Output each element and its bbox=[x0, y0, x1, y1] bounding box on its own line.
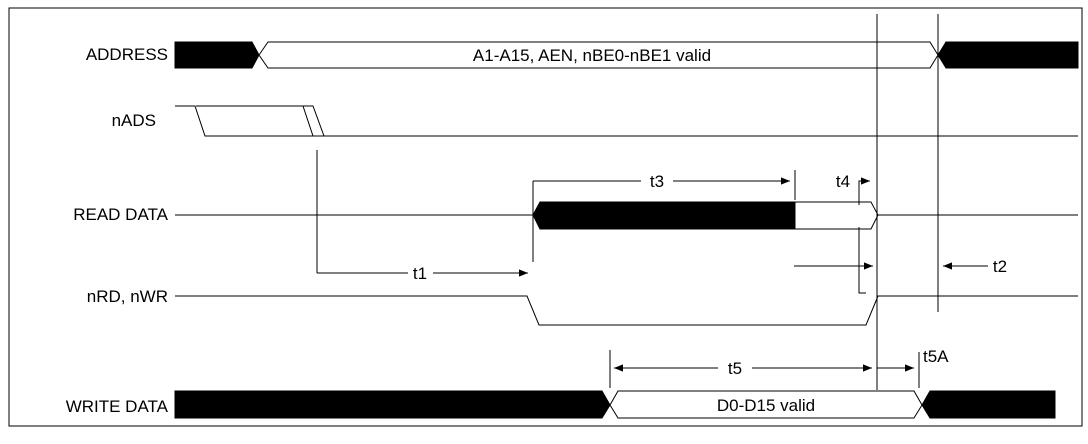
timing-t2: t2 bbox=[943, 257, 1007, 276]
nrd-nwr-waveform bbox=[175, 295, 1078, 326]
timing-label-t1: t1 bbox=[413, 264, 427, 283]
timing-t4: t4 bbox=[794, 172, 873, 294]
signal-label-write-data: WRITE DATA bbox=[66, 397, 169, 416]
address-waveform: A1-A15, AEN, nBE0-nBE1 valid bbox=[174, 41, 1079, 69]
signal-label-address: ADDRESS bbox=[86, 45, 168, 64]
address-valid-label: A1-A15, AEN, nBE0-nBE1 valid bbox=[473, 46, 711, 65]
signal-label-nrd-nwr: nRD, nWR bbox=[87, 287, 168, 306]
timing-t5a: t5A bbox=[877, 347, 949, 388]
timing-t5: t5 bbox=[609, 350, 872, 388]
read-data-waveform bbox=[175, 201, 1078, 230]
timing-label-t3: t3 bbox=[650, 172, 664, 191]
diagram-frame bbox=[8, 7, 1083, 427]
timing-t1: t1 bbox=[317, 264, 528, 283]
timing-label-t2: t2 bbox=[993, 257, 1007, 276]
timing-t3: t3 bbox=[532, 170, 796, 262]
timing-label-t5a: t5A bbox=[923, 347, 949, 366]
timing-label-t5: t5 bbox=[728, 359, 742, 378]
signal-label-nads: nADS bbox=[112, 111, 156, 130]
signal-label-read-data: READ DATA bbox=[73, 205, 168, 224]
timing-label-t4: t4 bbox=[836, 172, 850, 191]
write-data-waveform: D0-D15 valid bbox=[174, 390, 1056, 419]
write-valid-label: D0-D15 valid bbox=[717, 396, 815, 415]
nads-waveform bbox=[175, 105, 1078, 137]
